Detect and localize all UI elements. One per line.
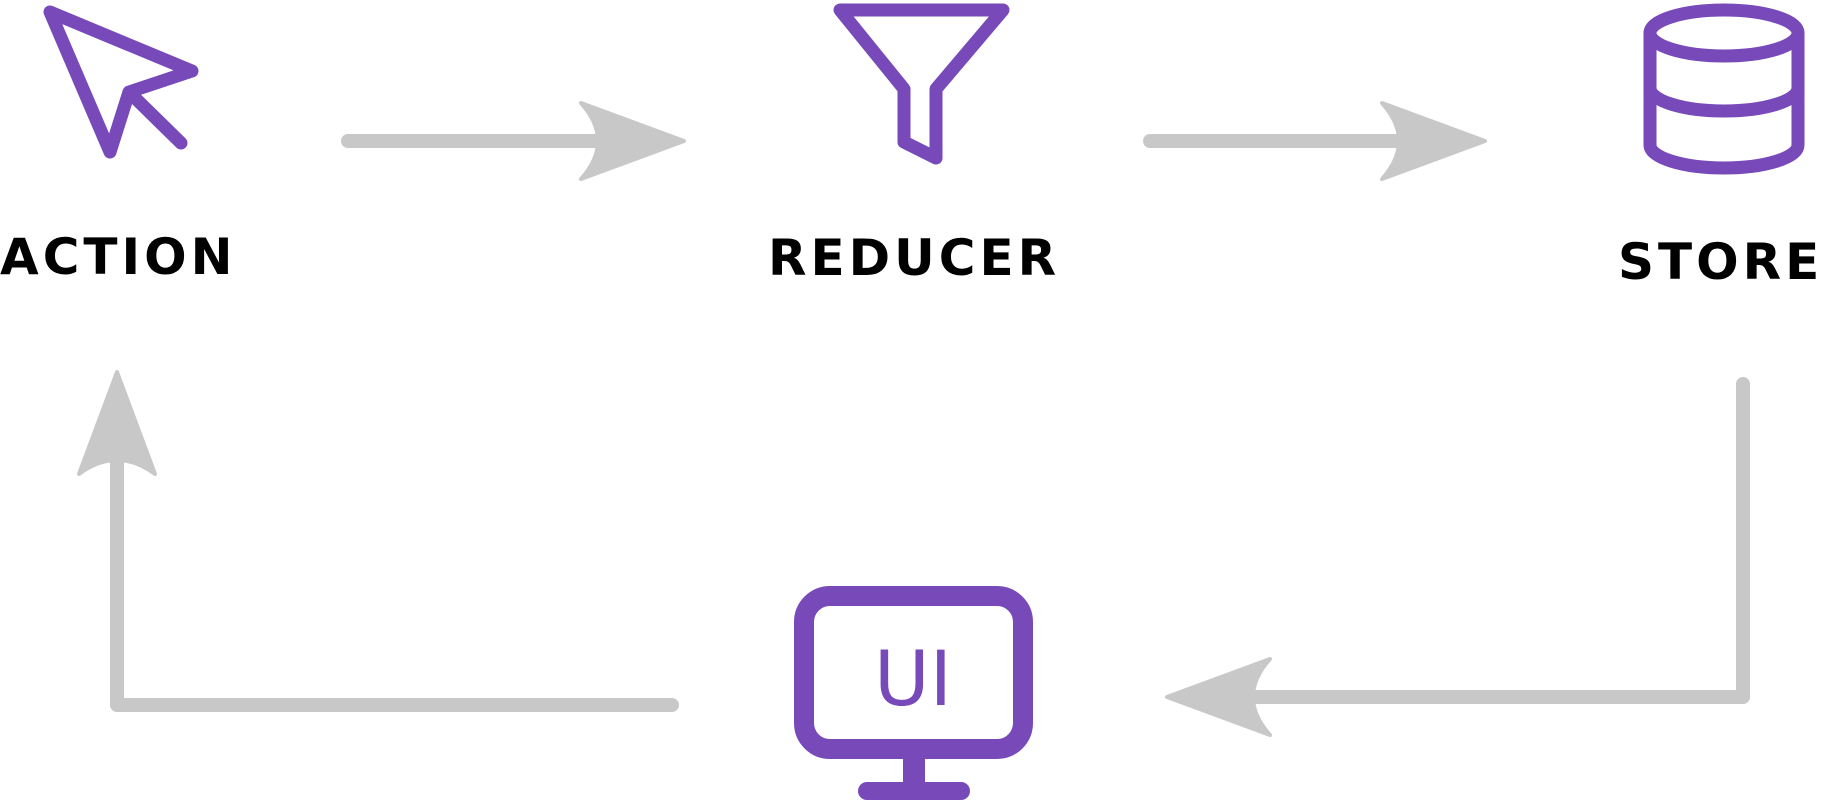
arrow-ui-to-action [77, 370, 679, 712]
arrow-action-to-reducer [341, 101, 686, 181]
arrow-store-to-ui [1165, 377, 1750, 737]
monitor-icon: UI [794, 586, 1033, 800]
ui-screen-text: UI [874, 634, 952, 723]
funnel-icon [833, 3, 1010, 165]
arrow-reducer-to-store [1143, 101, 1487, 181]
node-label-action: ACTION [0, 228, 237, 286]
cursor-pointer-icon [43, 5, 199, 159]
node-label-reducer: REDUCER [768, 229, 1061, 287]
node-label-store: STORE [1618, 233, 1824, 291]
database-icon [1643, 3, 1805, 175]
